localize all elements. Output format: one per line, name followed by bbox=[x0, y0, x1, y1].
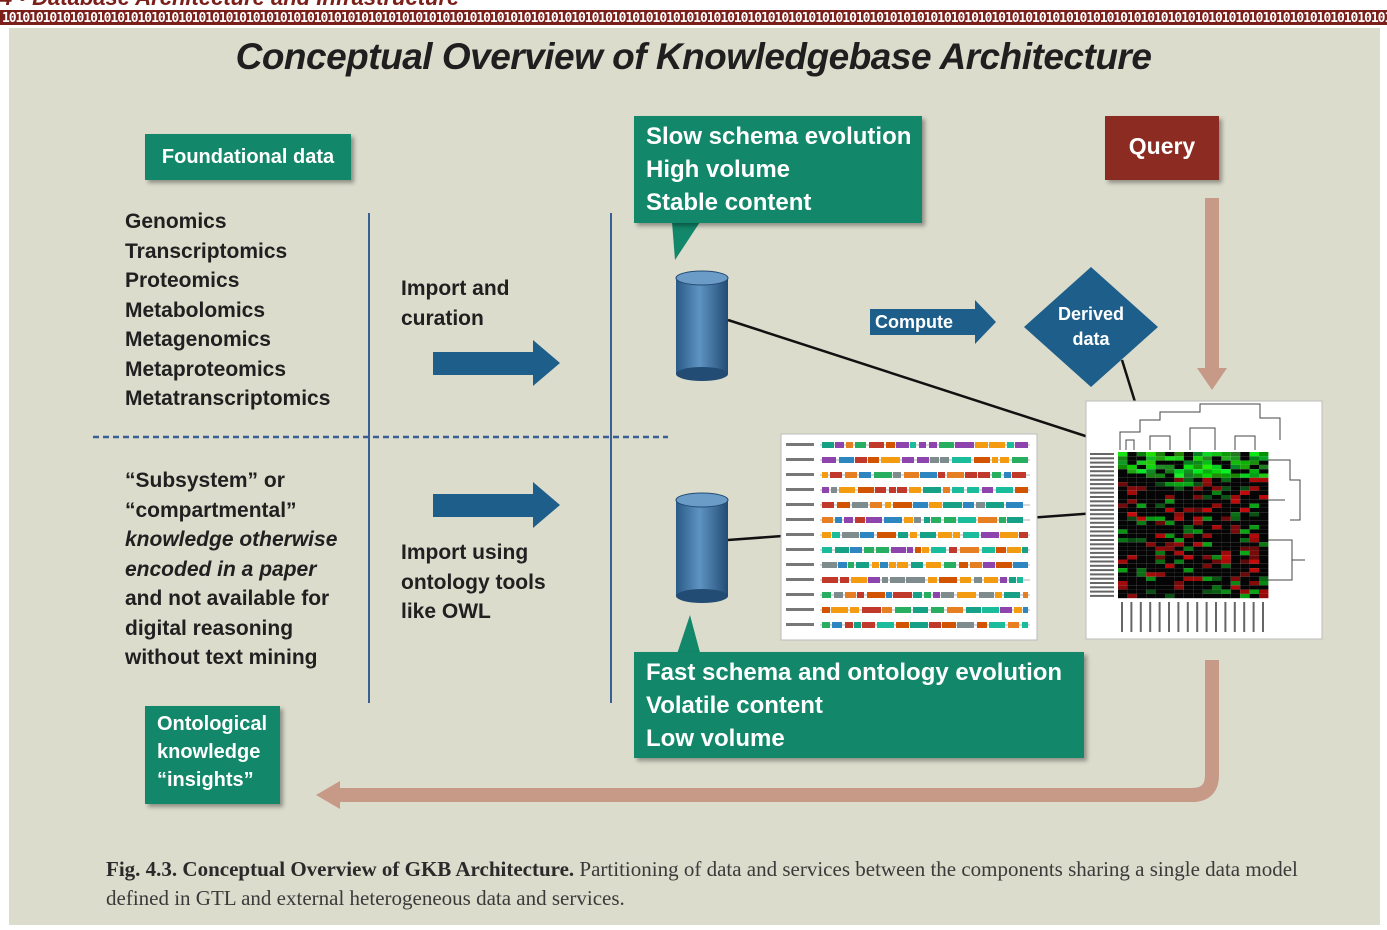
import-arrow-bottom bbox=[433, 482, 560, 528]
figure-caption: Fig. 4.3. Conceptual Overview of GKB Arc… bbox=[106, 855, 1306, 913]
list-item: Metagenomics bbox=[125, 328, 271, 351]
text-line: “Subsystem” or bbox=[125, 469, 285, 492]
list-item: Metatranscriptomics bbox=[125, 387, 331, 410]
caption-text: Partitioning of data and services betwee… bbox=[106, 857, 1298, 910]
caption-label: Fig. 4.3. Conceptual Overview of GKB Arc… bbox=[106, 857, 575, 881]
slow-schema-callout: Slow schema evolution High volume Stable… bbox=[634, 116, 922, 223]
text-line: High volume bbox=[646, 156, 791, 183]
text-line: curation bbox=[401, 306, 484, 330]
text-line: “insights” bbox=[157, 769, 254, 791]
import-ontology-label: Import using ontology tools like OWL bbox=[401, 538, 546, 627]
list-item: Transcriptomics bbox=[125, 239, 288, 263]
import-curation-label: Import and curation bbox=[401, 274, 510, 333]
vertical-divider-left bbox=[368, 213, 370, 703]
text-line: data bbox=[1072, 329, 1110, 349]
gene-map-image bbox=[780, 433, 1038, 641]
database-cylinder-top bbox=[675, 270, 729, 381]
text-line: Ontological bbox=[157, 713, 267, 735]
query-arrow-head bbox=[1197, 368, 1227, 390]
text-line-emphasis: encoded in a paper bbox=[125, 557, 317, 581]
list-item: Proteomics bbox=[125, 269, 240, 292]
text-line: knowledge bbox=[157, 741, 261, 763]
vertical-divider-right bbox=[610, 213, 612, 703]
arrow-cylinder-top-to-heatmap bbox=[727, 318, 1112, 447]
compute-arrow bbox=[870, 300, 996, 344]
foundational-data-label: Foundational data bbox=[145, 134, 351, 180]
text-line: Import and bbox=[401, 277, 510, 300]
text-line: Derived bbox=[1057, 304, 1125, 324]
subsystem-knowledge-text: “Subsystem” or “compartmental” knowledge… bbox=[125, 466, 337, 673]
slow-callout-tail bbox=[672, 222, 700, 260]
text-line: “compartmental” bbox=[125, 498, 297, 522]
diagram-title: Conceptual Overview of Knowledgebase Arc… bbox=[235, 36, 1152, 77]
text-line: without text mining bbox=[125, 646, 318, 669]
text-line: Fast schema and ontology evolution bbox=[646, 659, 1063, 686]
text-line: digital reasoning bbox=[125, 616, 294, 640]
derived-data-diamond bbox=[1024, 267, 1158, 387]
text-line: Slow schema evolution bbox=[646, 123, 912, 150]
list-item: Metaproteomics bbox=[125, 357, 287, 381]
derived-data-label: Derived data bbox=[1041, 302, 1141, 352]
return-loop-arrow bbox=[340, 660, 1219, 802]
binary-strip: 1010101010101010101010101010101010101010… bbox=[0, 8, 1387, 28]
text-line: Low volume bbox=[646, 725, 785, 752]
foundational-data-list: Genomics Transcriptomics Proteomics Meta… bbox=[125, 207, 330, 414]
list-item: Genomics bbox=[125, 210, 227, 233]
compute-label: Compute bbox=[875, 312, 953, 332]
text-line: Stable content bbox=[646, 189, 812, 216]
text-line-emphasis: knowledge otherwise bbox=[125, 528, 338, 551]
binary-strip-text: 1010101010101010101010101010101010101010… bbox=[2, 11, 1387, 26]
fast-callout-tail bbox=[675, 615, 702, 660]
heatmap-image bbox=[1085, 400, 1323, 640]
list-item: Metabolomics bbox=[125, 298, 266, 322]
ontological-insights-box: Ontological knowledge “insights” bbox=[145, 706, 280, 804]
text-line: Volatile content bbox=[646, 692, 823, 719]
query-arrow-shaft bbox=[1205, 198, 1219, 370]
database-cylinder-bottom bbox=[675, 492, 729, 603]
fast-schema-callout: Fast schema and ontology evolution Volat… bbox=[634, 652, 1084, 758]
text-line: ontology tools bbox=[401, 570, 546, 594]
section-header: 4 • Database Architecture and Infrastruc… bbox=[0, 0, 700, 8]
text-line: and not available for bbox=[125, 587, 330, 610]
text-line: like OWL bbox=[401, 600, 491, 623]
query-box: Query bbox=[1105, 116, 1219, 180]
return-loop-arrow-head bbox=[316, 781, 340, 809]
text-line: Import using bbox=[401, 541, 529, 564]
import-arrow-top bbox=[433, 340, 560, 386]
